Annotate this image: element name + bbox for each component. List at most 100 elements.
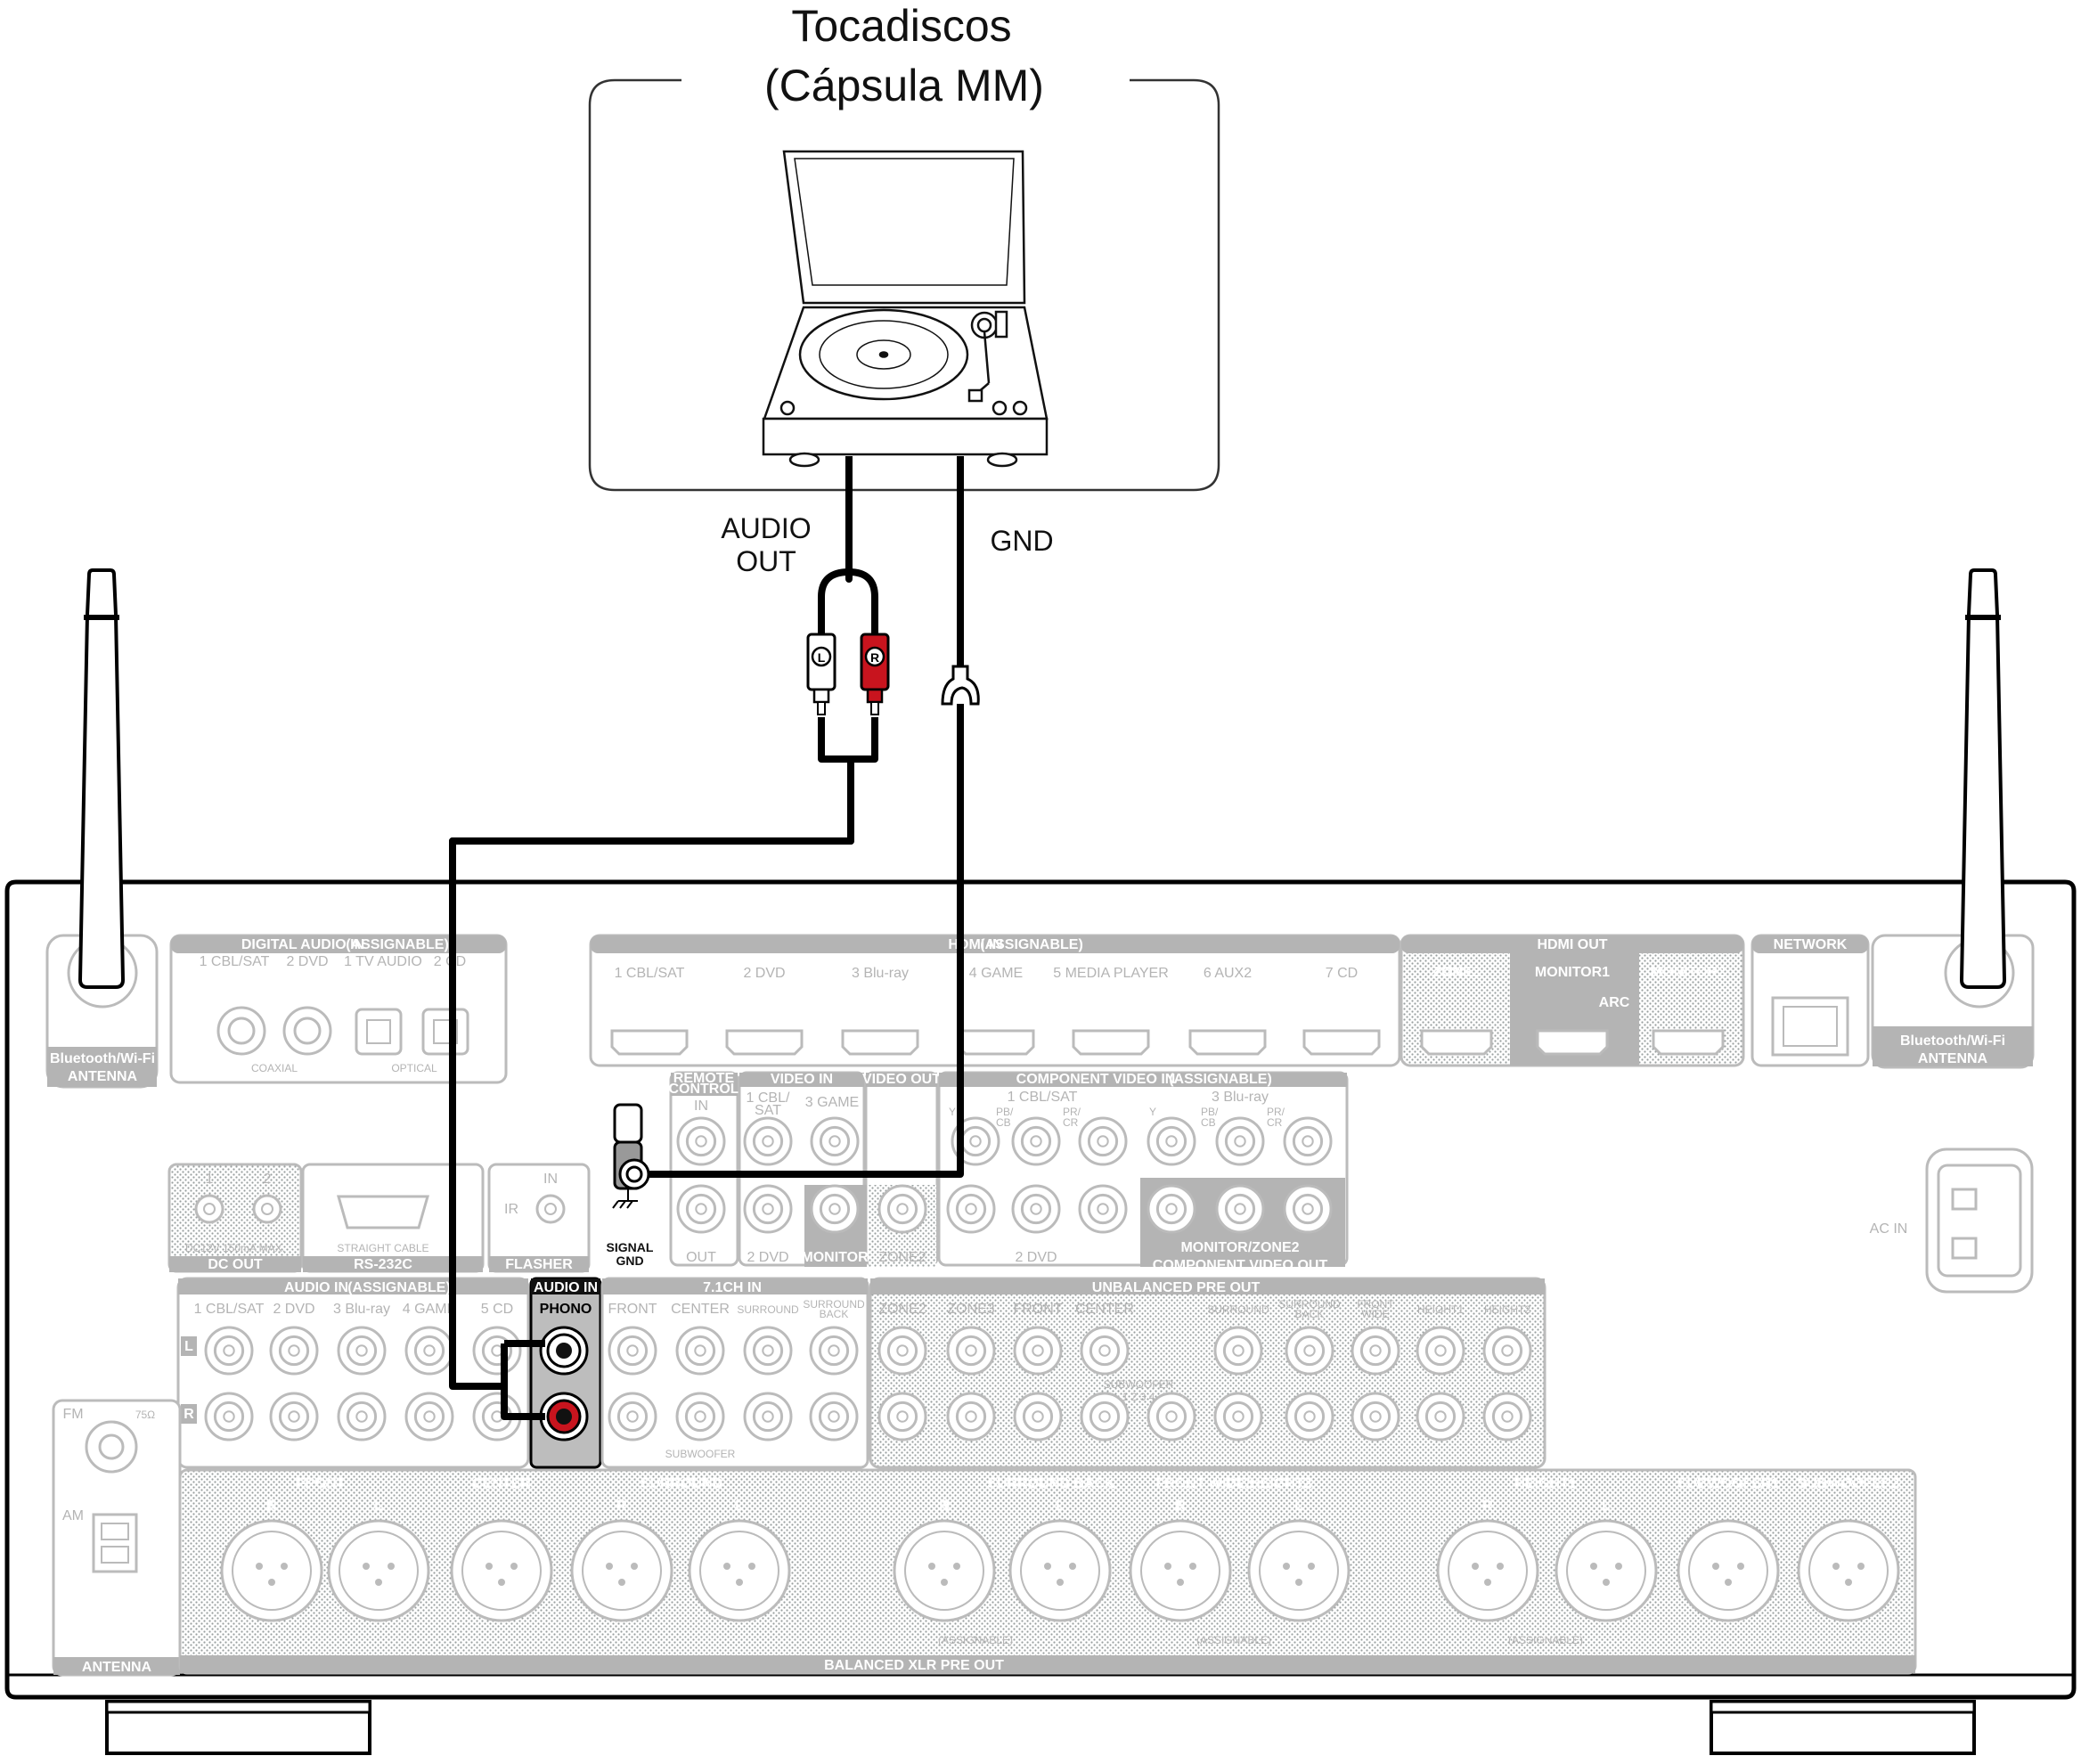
video-out-zone2: ZONE2 xyxy=(878,1250,926,1265)
audio-in-label-3: 3 Blu-ray xyxy=(333,1302,390,1317)
upo-jack-top-3 xyxy=(1013,1326,1063,1376)
cvi-2-jack-3 xyxy=(1078,1184,1128,1234)
hdmi-in-port-5 xyxy=(1072,1029,1150,1056)
cvi-pr3: PR/ xyxy=(1267,1106,1285,1118)
antenna-fm: FM xyxy=(62,1407,83,1422)
antenna-right: Bluetooth/Wi-Fi ANTENNA xyxy=(1871,568,2035,1069)
ch71-jack-bottom-2 xyxy=(675,1392,725,1441)
upo-sub-nums: 1 2 3 4 xyxy=(1122,1391,1155,1403)
video-out-zone2-jack xyxy=(877,1184,927,1234)
upo-jack-top-9 xyxy=(1482,1326,1532,1376)
xlr-l-4: L xyxy=(1056,1499,1065,1514)
xlr-jack-4-2 xyxy=(1008,1519,1112,1622)
plug-r-letter: R xyxy=(870,650,879,665)
upo-jack-top-5 xyxy=(1213,1326,1263,1376)
ch71-jack-top-4 xyxy=(809,1326,859,1376)
xlr-group-1: FRONT xyxy=(296,1476,345,1491)
ch71-jack-bottom-4 xyxy=(809,1392,859,1441)
audio-in-label-1: 1 CBL/SAT xyxy=(194,1302,265,1317)
dai-input-3: 1 TV AUDIO xyxy=(344,954,422,969)
video-out-title: VIDEO OUT xyxy=(862,1072,941,1087)
upo-jack-top-8 xyxy=(1416,1326,1465,1376)
xlr-group-2: CENTER xyxy=(472,1476,531,1491)
ch71-surround-back-2: BACK xyxy=(820,1308,849,1320)
audio-in-3-r-jack xyxy=(337,1392,387,1441)
upo-label-5: SURROUND xyxy=(1207,1303,1269,1316)
audio-in-title: AUDIO IN xyxy=(284,1280,348,1295)
remote-title-1: REMOTE xyxy=(673,1071,735,1086)
upo-jack-top-2 xyxy=(946,1326,996,1376)
turntable-group: Tocadiscos (Cápsula MM) xyxy=(588,1,1220,492)
phono-label: PHONO xyxy=(540,1302,592,1317)
remote-out: OUT xyxy=(686,1250,716,1265)
upo-jack-bottom-9 xyxy=(1482,1392,1532,1441)
upo-sub-3-jack xyxy=(1147,1392,1196,1441)
xlr-jack-5-2 xyxy=(1247,1519,1351,1622)
phono-panel: AUDIO IN PHONO xyxy=(529,1277,602,1469)
gnd-spade xyxy=(941,665,980,706)
dai-input-2: 2 DVD xyxy=(286,954,328,969)
upo-subwoofer: SUBWOOFER xyxy=(1104,1378,1174,1391)
xlr-jack-6-1 xyxy=(1436,1519,1539,1622)
hdmi-in-label-3: 3 Blu-ray xyxy=(852,966,909,981)
turntable-subtitle: (Cápsula MM) xyxy=(764,61,1044,110)
ch71-front: FRONT xyxy=(608,1302,657,1317)
audio-in-4-l-jack xyxy=(404,1326,454,1376)
ch71-jack-bottom-1 xyxy=(608,1392,657,1441)
bt-right-line2: ANTENNA xyxy=(1918,1051,1988,1066)
antenna-ohm: 75Ω xyxy=(135,1409,155,1421)
ch71-jack-top-3 xyxy=(743,1326,793,1376)
xlr-assignable-1: (ASSIGNABLE) xyxy=(938,1634,1013,1646)
rs232c-cable: STRAIGHT CABLE xyxy=(337,1242,428,1254)
signal-gnd-line1: SIGNAL xyxy=(607,1240,654,1254)
component-video-panel: COMPONENT VIDEO IN (ASSIGNABLE) 1 CBL/SA… xyxy=(937,1071,1349,1273)
cvi-cb3: CB xyxy=(1201,1116,1216,1129)
xlr-jack-8-1 xyxy=(1797,1519,1900,1622)
gnd-label: GND xyxy=(990,525,1053,557)
cvo-group: MONITOR/ZONE2 xyxy=(1180,1240,1299,1255)
upo-jack-top-1 xyxy=(877,1326,927,1376)
cvi-pb3: PB/ xyxy=(1201,1106,1219,1118)
upo-jack-bottom-2 xyxy=(946,1392,996,1441)
ch71-title: 7.1CH IN xyxy=(703,1280,762,1295)
video-in-3: 3 GAME xyxy=(805,1095,859,1110)
cvo-title: COMPONENT VIDEO OUT xyxy=(1153,1258,1328,1273)
dc-out-title: DC OUT xyxy=(208,1257,263,1272)
ac-in: AC IN xyxy=(1870,1147,2034,1294)
ch71-subwoofer: SUBWOOFER xyxy=(665,1448,736,1460)
remote-title-2: CONTROL xyxy=(668,1082,739,1097)
bt-right-line1: Bluetooth/Wi-Fi xyxy=(1900,1033,2005,1049)
cvi-assignable: (ASSIGNABLE) xyxy=(1169,1072,1272,1087)
upo-label-11: HEIGHT2 xyxy=(1484,1303,1530,1316)
xlr-l-1: L xyxy=(374,1499,383,1514)
audio-in-label-4: 4 GAME xyxy=(403,1302,456,1317)
cvi-group-3: 3 Blu-ray xyxy=(1212,1090,1269,1105)
xlr-assignable-2: (ASSIGNABLE) xyxy=(1196,1634,1271,1646)
hdmi-in-port-2 xyxy=(725,1029,804,1056)
hdmi-in-port-3 xyxy=(841,1029,919,1056)
xlr-assignable-3: (ASSIGNABLE) xyxy=(1508,1634,1583,1646)
upo-label-2: ZONE3 xyxy=(947,1302,994,1317)
audio-in-2-r-jack xyxy=(269,1392,319,1441)
upo-jack-bottom-8 xyxy=(1416,1392,1465,1441)
cvi-pb1: PB/ xyxy=(996,1106,1014,1118)
xlr-jack-2-1 xyxy=(450,1519,553,1622)
cvi-group-2: 2 DVD xyxy=(1015,1250,1057,1265)
hdmi-in-label-2: 2 DVD xyxy=(743,966,785,981)
xlr-group-5: FRONT WIDE/HEIGHT2 xyxy=(1155,1476,1311,1491)
upo-label-8: FRONT xyxy=(1357,1298,1394,1311)
antenna-am: AM xyxy=(62,1508,84,1523)
xlr-l-6: L xyxy=(1602,1499,1611,1514)
video-in-title: VIDEO IN xyxy=(771,1072,833,1087)
xlr-jack-1-1 xyxy=(220,1519,323,1622)
cvo-jack-2 xyxy=(1215,1184,1265,1234)
xlr-group-4: SURROUND BACK xyxy=(987,1476,1115,1491)
cvi-y3: Y xyxy=(1149,1106,1156,1118)
video-in-2-jack xyxy=(743,1184,793,1234)
turntable-title: Tocadiscos xyxy=(791,1,1011,51)
upo-jack-bottom-7 xyxy=(1351,1392,1400,1441)
hdmi-in-label-6: 6 AUX2 xyxy=(1204,966,1252,981)
cvi-1-jack-3 xyxy=(1078,1116,1128,1166)
audio-in-r: R xyxy=(184,1407,194,1422)
